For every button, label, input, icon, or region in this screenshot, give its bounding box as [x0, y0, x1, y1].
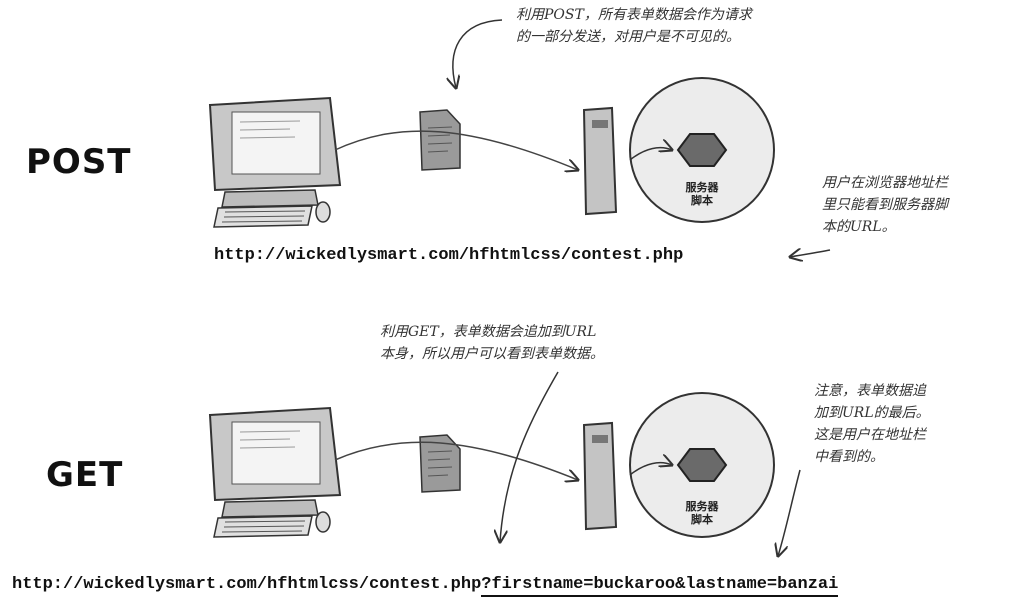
post-right-note: 用户在浏览器地址栏 里只能看到服务器脚 本的URL。: [822, 172, 948, 238]
get-top-note-line1: 利用GET，表单数据会追加到URL: [380, 324, 597, 340]
get-url-note-arrow: [778, 469, 801, 556]
get-right-note-line2: 加到URL的最后。: [814, 405, 930, 421]
post-right-note-line1: 用户在浏览器地址栏: [822, 175, 948, 191]
post-top-note-arrow: [453, 19, 503, 88]
post-top-note-line1: 利用POST，所有表单数据会作为请求: [516, 7, 752, 23]
get-computer-icon: [208, 406, 342, 538]
post-server-tower-icon: [582, 106, 618, 216]
get-url: http://wickedlysmart.com/hfhtmlcss/conte…: [12, 575, 839, 597]
get-server-script-arrow: [629, 463, 672, 476]
post-right-note-line3: 本的URL。: [822, 219, 896, 235]
post-server-label-line2: 脚本: [691, 193, 713, 207]
get-server-tower-icon: [582, 421, 618, 531]
get-form-document-icon: [419, 434, 461, 493]
get-right-note-line3: 这是用户在地址栏: [814, 427, 926, 443]
get-right-note-line1: 注意，表单数据追: [814, 383, 926, 399]
get-url-query: ?firstname=buckaroo&lastname=banzai: [481, 575, 839, 597]
post-url: http://wickedlysmart.com/hfhtmlcss/conte…: [214, 246, 684, 265]
post-server-label-line1: 服务器: [686, 180, 720, 194]
post-request-arrow: [334, 130, 578, 170]
get-method-label: GET: [46, 455, 124, 495]
get-top-note-line2: 本身，所以用户可以看到表单数据。: [380, 346, 604, 362]
get-url-base: http://wickedlysmart.com/hfhtmlcss/conte…: [12, 575, 482, 594]
post-server-script-arrow: [629, 148, 672, 161]
post-top-note-line2: 的一部分发送，对用户是不可见的。: [516, 29, 740, 45]
get-top-note-arrow: [500, 371, 559, 542]
get-server-label-line2: 脚本: [691, 512, 713, 526]
post-right-note-line2: 里只能看到服务器脚: [822, 197, 948, 213]
post-url-note-arrow: [790, 250, 831, 257]
get-server-label-line1: 服务器: [686, 499, 720, 513]
post-script-hexagon-icon: [676, 133, 728, 167]
get-right-note: 注意，表单数据追 加到URL的最后。 这是用户在地址栏 中看到的。: [814, 380, 930, 468]
get-request-arrow: [334, 441, 578, 480]
post-form-document-icon: [419, 109, 461, 171]
get-right-note-line4: 中看到的。: [814, 449, 884, 465]
post-computer-icon: [208, 96, 342, 228]
get-top-note: 利用GET，表单数据会追加到URL 本身，所以用户可以看到表单数据。: [380, 321, 604, 365]
post-top-note: 利用POST，所有表单数据会作为请求 的一部分发送，对用户是不可见的。: [516, 4, 752, 48]
get-script-hexagon-icon: [676, 448, 728, 482]
post-method-label: POST: [26, 142, 132, 182]
